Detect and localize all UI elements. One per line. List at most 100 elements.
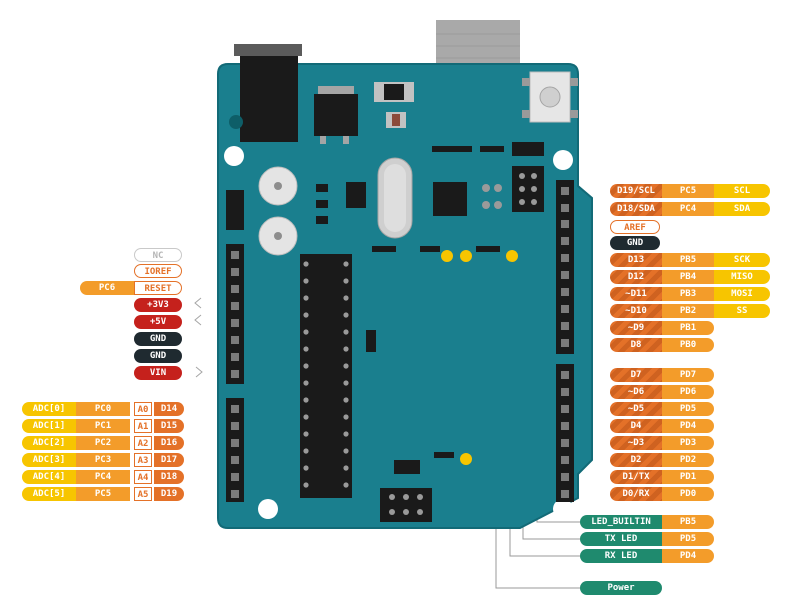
pin-label: ~D6 [610, 385, 662, 399]
header-pin [561, 456, 569, 464]
led-port-label: PB5 [662, 515, 714, 529]
port-label: PC5 [76, 487, 130, 501]
header-pin [561, 237, 569, 245]
chip-pin [343, 431, 349, 437]
reset-button-component [522, 71, 578, 123]
header-pin [231, 251, 239, 259]
chip-pin [343, 312, 349, 318]
chip-pin [303, 380, 309, 386]
nc-label: NC [134, 248, 182, 262]
gnd-right-label: GND [610, 236, 660, 250]
port-label: PB1 [662, 321, 714, 335]
chip-pin [303, 329, 309, 335]
dc-power-jack [229, 44, 302, 142]
header-pin [561, 339, 569, 347]
adc-label: ADC[3] [22, 453, 76, 467]
header-pin [561, 271, 569, 279]
port-label: PC4 [76, 470, 130, 484]
digital-pin-label: D19 [154, 487, 184, 501]
pin-label: D12 [610, 270, 662, 284]
top-components [374, 82, 414, 128]
analog-pin-label: A0 [134, 402, 152, 416]
header-pin [561, 305, 569, 313]
analog-pin-label: A2 [134, 436, 152, 450]
pin-label: D19/SCL [610, 184, 662, 198]
header-pin [561, 388, 569, 396]
led-port-label: PD4 [662, 549, 714, 563]
function-label: SCK [714, 253, 770, 267]
header-pin [561, 322, 569, 330]
chip-pin [343, 380, 349, 386]
port-label: PB2 [662, 304, 714, 318]
power-led-label: Power [580, 581, 662, 595]
reset-label: RESET [134, 281, 182, 295]
digital-pin-label: D18 [154, 470, 184, 484]
gnd-label-1: GND [134, 332, 182, 346]
pads [482, 184, 502, 209]
voltage-regulator [314, 86, 358, 144]
header-pin [231, 336, 239, 344]
pin-label: D4 [610, 419, 662, 433]
analog-pin-label: A3 [134, 453, 152, 467]
chip-pin [303, 295, 309, 301]
chip-pin [303, 482, 309, 488]
header-pin [561, 422, 569, 430]
port-label: PD5 [662, 402, 714, 416]
led-builtin-dot [441, 250, 453, 262]
chip-pin [303, 312, 309, 318]
port-label: PD7 [662, 368, 714, 382]
port-label: PD3 [662, 436, 714, 450]
header-pins [231, 187, 569, 498]
port-label: PC5 [662, 184, 714, 198]
adc-label: ADC[5] [22, 487, 76, 501]
icsp-header-bottom [380, 488, 432, 522]
pin-label: D8 [610, 338, 662, 352]
header-pin [561, 371, 569, 379]
chip-pin [303, 431, 309, 437]
chip-pin [303, 397, 309, 403]
pin-label: D2 [610, 453, 662, 467]
led-name-label: RX LED [580, 549, 662, 563]
pin-label: ~D11 [610, 287, 662, 301]
chip-pin [343, 329, 349, 335]
port-label: PB4 [662, 270, 714, 284]
gnd-label-2: GND [134, 349, 182, 363]
header-pin [561, 473, 569, 481]
chip-pin [303, 346, 309, 352]
port-label: PD0 [662, 487, 714, 501]
chip-pin [343, 414, 349, 420]
reset-port-label: PC6 [80, 281, 134, 295]
pin-label: D7 [610, 368, 662, 382]
chip-pin [343, 363, 349, 369]
header-pin [561, 288, 569, 296]
port-label: PB0 [662, 338, 714, 352]
pin-label: ~D3 [610, 436, 662, 450]
led-name-label: TX LED [580, 532, 662, 546]
pin-label: D0/RX [610, 487, 662, 501]
tx-led-dot [460, 250, 472, 262]
pin-label: D18/SDA [610, 202, 662, 216]
chip-pin [343, 278, 349, 284]
digital-pin-label: D17 [154, 453, 184, 467]
header-pin [231, 268, 239, 276]
header-pin [231, 370, 239, 378]
chip-pin [303, 414, 309, 420]
header-pin [561, 254, 569, 262]
digital-pin-label: D16 [154, 436, 184, 450]
rx-led-dot [506, 250, 518, 262]
header-pin [561, 187, 569, 195]
5v-label: +5V [134, 315, 182, 329]
header-pin [231, 439, 239, 447]
header-pin [231, 285, 239, 293]
port-label: PD6 [662, 385, 714, 399]
chip-pin [303, 363, 309, 369]
leds [441, 250, 518, 465]
function-label: MOSI [714, 287, 770, 301]
header-pin [561, 204, 569, 212]
function-label: SS [714, 304, 770, 318]
header-pin [231, 319, 239, 327]
mounting-holes [224, 146, 573, 519]
chip-pins [303, 261, 349, 488]
